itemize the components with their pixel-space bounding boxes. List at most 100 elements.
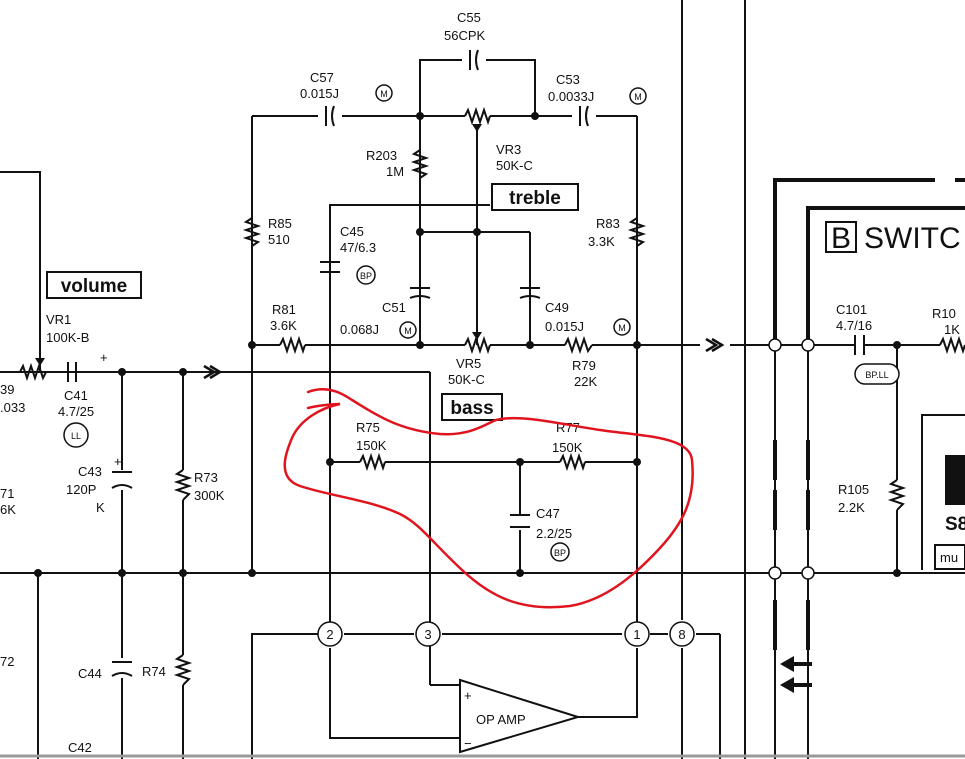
ic-s8-body	[945, 455, 965, 505]
op-amp-plus: +	[464, 688, 472, 703]
r71-value: 6K	[0, 502, 16, 517]
resistor-r105-symbol	[887, 479, 907, 511]
r105-name: R105	[838, 482, 869, 497]
resistor-r79-symbol	[564, 335, 593, 355]
switch-title: SWITC	[864, 222, 961, 255]
r101-name: R10	[932, 306, 956, 321]
c53-name: C53	[556, 72, 580, 87]
component-marks: M M BP M M BP LL BP.LL	[63, 84, 900, 562]
junction-dots	[34, 112, 901, 580]
c44-name: C44	[78, 666, 102, 681]
capacitor-c45-symbol	[320, 255, 340, 273]
r79-value: 22K	[574, 374, 597, 389]
bass-label: bass	[450, 398, 493, 419]
capacitor-c41-symbol	[62, 362, 90, 382]
resistor-r203-symbol	[410, 149, 430, 179]
ic-pins: 2 3 1 8	[317, 621, 695, 647]
r203-value: 1M	[386, 164, 404, 179]
c47-name: C47	[536, 506, 560, 521]
pin-3-label: 3	[424, 627, 431, 642]
pin-1-label: 1	[633, 627, 640, 642]
capacitor-c55-symbol	[469, 49, 479, 71]
c55-value: 56CPK	[444, 28, 486, 43]
pin-2-label: 2	[326, 627, 333, 642]
c41-value: 4.7/25	[58, 404, 94, 419]
c43-name: C43	[78, 464, 102, 479]
r79-name: R79	[572, 358, 596, 373]
capacitor-c53-symbol	[579, 105, 589, 127]
r85-value: 510	[268, 232, 290, 247]
r81-name: R81	[272, 302, 296, 317]
resistor-r75-symbol	[359, 452, 386, 472]
potentiometer-vr5-symbol	[464, 335, 491, 355]
capacitor-c43-symbol	[111, 471, 133, 489]
r77-value: 150K	[552, 440, 583, 455]
vr3-name: VR3	[496, 142, 521, 157]
r101-value: 1K	[944, 322, 960, 337]
vr3-value: 50K-C	[496, 158, 533, 173]
r72-name: 72	[0, 654, 14, 669]
c47-value: 2.2/25	[536, 526, 572, 541]
pin-8-label: 8	[678, 627, 685, 642]
c41-mark-ll: LL	[71, 431, 81, 441]
c43-plus: +	[114, 454, 122, 469]
control-labels: treble bass volume B SWITC S8 mu	[46, 183, 965, 565]
s8-label: S8	[945, 514, 965, 535]
vr1-value: 100K-B	[46, 330, 89, 345]
op-amp-minus: −	[464, 736, 472, 751]
c51-name: C51	[382, 300, 406, 315]
c42-name: C42	[68, 740, 92, 755]
c53-value: 0.0033J	[548, 89, 594, 104]
c39-name: 39	[0, 382, 14, 397]
c41-name: C41	[64, 388, 88, 403]
vr1-name: VR1	[46, 312, 71, 327]
red-annotation-circle	[283, 388, 694, 609]
capacitor-c51-symbol	[409, 287, 431, 299]
c45-name: C45	[340, 224, 364, 239]
r75-name: R75	[356, 420, 380, 435]
resistor-r101-symbol	[939, 335, 965, 355]
c49-name: C49	[545, 300, 569, 315]
mu-label: mu	[940, 550, 958, 565]
r74-name: R74	[142, 664, 166, 679]
components	[19, 49, 965, 754]
resistor-r83-symbol	[627, 217, 647, 247]
resistor-r81-symbol	[279, 335, 306, 355]
c47-mark-bp: BP	[554, 548, 566, 558]
c51-mark-m: M	[404, 326, 412, 336]
capacitor-c57-symbol	[325, 105, 335, 127]
r83-value: 3.3K	[588, 234, 615, 249]
potentiometer-vr3-symbol	[464, 106, 491, 126]
treble-label: treble	[509, 188, 561, 209]
resistor-r74-symbol	[173, 654, 193, 686]
c51-value: 0.068J	[340, 322, 379, 337]
c45-value: 47/6.3	[340, 240, 376, 255]
r83-name: R83	[596, 216, 620, 231]
vr5-value: 50K-C	[448, 372, 485, 387]
c57-value: 0.015J	[300, 86, 339, 101]
capacitor-c47-symbol	[510, 514, 530, 528]
switch-letter: B	[831, 222, 851, 255]
c101-name: C101	[836, 302, 867, 317]
op-amp-label: OP AMP	[476, 712, 526, 727]
vr5-name: VR5	[456, 356, 481, 371]
resistor-r73-symbol	[173, 469, 193, 501]
c55-name: C55	[457, 10, 481, 25]
r203-name: R203	[366, 148, 397, 163]
r73-value: 300K	[194, 488, 225, 503]
r75-value: 150K	[356, 438, 387, 453]
component-labels: C55 56CPK C57 0.015J C53 0.0033J R203 1M…	[0, 10, 960, 755]
resistor-r85-symbol	[242, 217, 262, 247]
c43-tolerance: K	[96, 500, 105, 515]
r85-name: R85	[268, 216, 292, 231]
c45-mark-bp: BP	[360, 271, 372, 281]
c41-plus: +	[100, 350, 108, 365]
capacitor-c101-symbol	[845, 335, 875, 355]
c101-mark-bpll: BP.LL	[865, 370, 888, 380]
c101-value: 4.7/16	[836, 318, 872, 333]
c53-mark-m: M	[634, 92, 642, 102]
capacitor-c49-symbol	[519, 287, 541, 299]
r81-value: 3.6K	[270, 318, 297, 333]
r105-value: 2.2K	[838, 500, 865, 515]
